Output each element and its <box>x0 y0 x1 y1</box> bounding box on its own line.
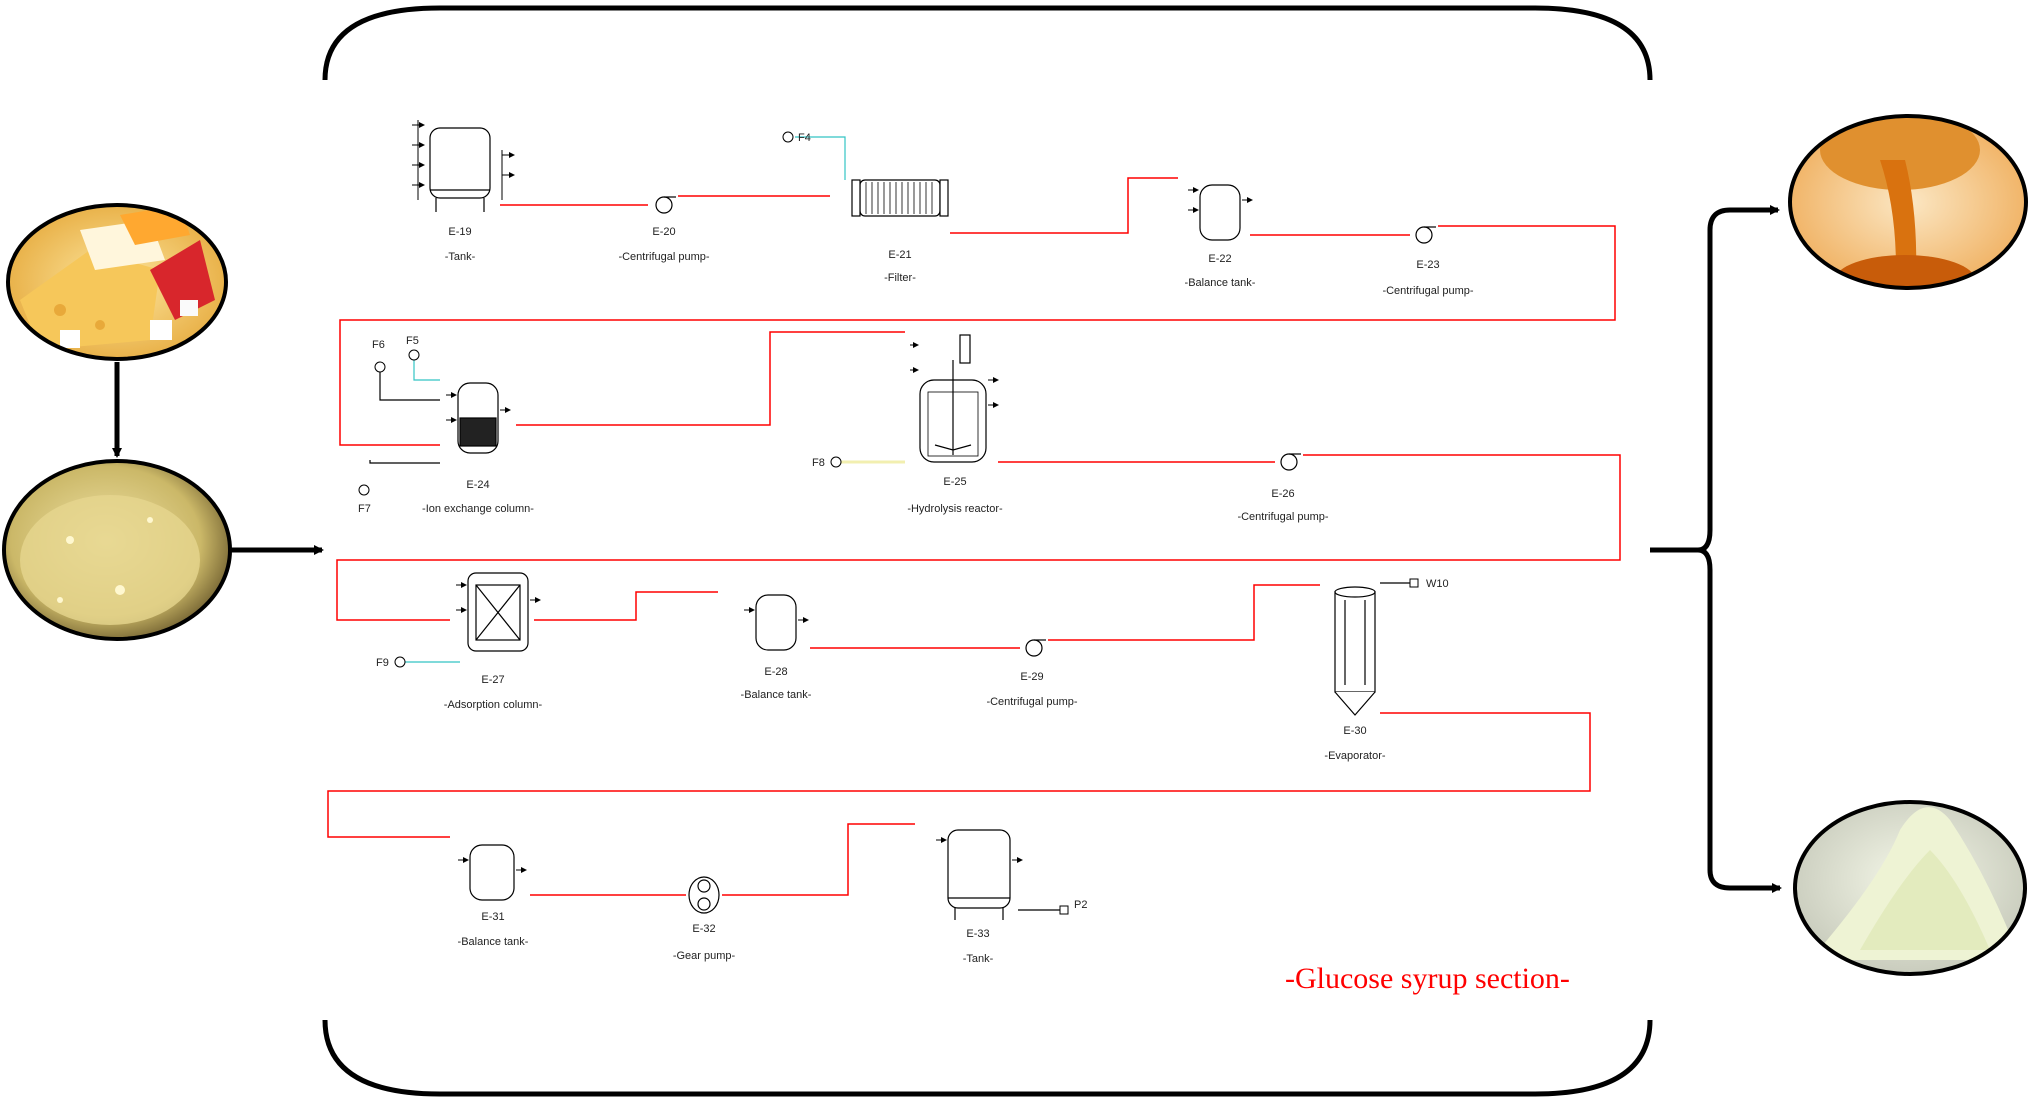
equipment-name: -Adsorption column- <box>444 699 543 711</box>
balance-tank-icon <box>755 594 797 651</box>
output-branch <box>1650 205 1782 893</box>
equipment-tag: E-25 <box>943 476 966 488</box>
glucose-syrup-image <box>1788 114 2028 290</box>
equipment-tag: E-28 <box>764 666 787 678</box>
section-frame-bottom <box>322 1019 1653 1097</box>
equipment-name: -Evaporator- <box>1324 750 1385 762</box>
equipment-name: -Gear pump- <box>673 950 736 962</box>
equipment-name: -Balance tank- <box>458 936 529 948</box>
pump-icon <box>1280 453 1301 471</box>
whey-image <box>2 459 232 641</box>
equipment-name: -Centrifugal pump- <box>986 696 1077 708</box>
filter-icon <box>851 179 949 217</box>
reactor-icon <box>919 334 987 463</box>
equipment-tag: E-31 <box>481 911 504 923</box>
equipment-name: -Tank- <box>445 251 476 263</box>
column-icon <box>467 572 529 652</box>
gear-pump-icon <box>688 876 720 914</box>
stream-label: F7 <box>358 503 371 515</box>
stream-label: F6 <box>372 339 385 351</box>
balance-tank-icon <box>1199 184 1241 241</box>
equipment-labels: E-19 -Tank- E-20 -Centrifugal pump- E-21… <box>422 226 1474 965</box>
stream-label: F8 <box>812 457 825 469</box>
cheese-image <box>6 203 228 361</box>
column-icon <box>457 382 499 454</box>
white-powder-image <box>1793 800 2027 976</box>
equipment-name: -Filter- <box>884 272 916 284</box>
equipment-tag: E-23 <box>1416 259 1439 271</box>
stream-labels: F4 F6 F5 F7 F8 F9 W10 P2 <box>358 132 1449 911</box>
equipment-name: -Hydrolysis reactor- <box>907 503 1003 515</box>
stream-label: W10 <box>1426 578 1449 590</box>
pump-icon <box>1025 639 1046 657</box>
equipment-tag: E-32 <box>692 923 715 935</box>
section-frame-top <box>322 5 1653 81</box>
pump-icon <box>655 196 676 214</box>
equipment-tag: E-21 <box>888 249 911 261</box>
equipment-name: -Ion exchange column- <box>422 503 534 515</box>
equipment-tag: E-29 <box>1020 671 1043 683</box>
stream-label: F5 <box>406 335 419 347</box>
tank-icon <box>947 829 1011 920</box>
equipment-tag: E-33 <box>966 928 989 940</box>
equipment-tag: E-19 <box>448 226 471 238</box>
stream-label: F4 <box>798 132 811 144</box>
nozzle-arrows <box>412 122 1253 873</box>
tank-icon <box>417 120 503 212</box>
equipment-name: -Balance tank- <box>1185 277 1256 289</box>
equipment-name: -Centrifugal pump- <box>1237 511 1328 523</box>
utility-lines <box>369 136 1410 911</box>
stream-label: P2 <box>1074 899 1087 911</box>
equipment-name: -Tank- <box>963 953 994 965</box>
equipment-tag: E-20 <box>652 226 675 238</box>
pump-icon <box>1415 226 1436 244</box>
equipment-name: -Centrifugal pump- <box>618 251 709 263</box>
evaporator-icon <box>1334 586 1376 716</box>
stream-label: F9 <box>376 657 389 669</box>
section-title: -Glucose syrup section- <box>1285 962 1570 995</box>
stream-terminals <box>358 131 1419 915</box>
equipment-tag: E-26 <box>1271 488 1294 500</box>
equipment-name: -Balance tank- <box>741 689 812 701</box>
equipment-tag: E-24 <box>466 479 489 491</box>
equipment-name: -Centrifugal pump- <box>1382 285 1473 297</box>
equipment-tag: E-22 <box>1208 253 1231 265</box>
equipment-tag: E-30 <box>1343 725 1366 737</box>
balance-tank-icon <box>469 844 515 901</box>
equipment-symbols <box>358 120 1436 920</box>
process-lines <box>327 177 1621 896</box>
equipment-tag: E-27 <box>481 674 504 686</box>
